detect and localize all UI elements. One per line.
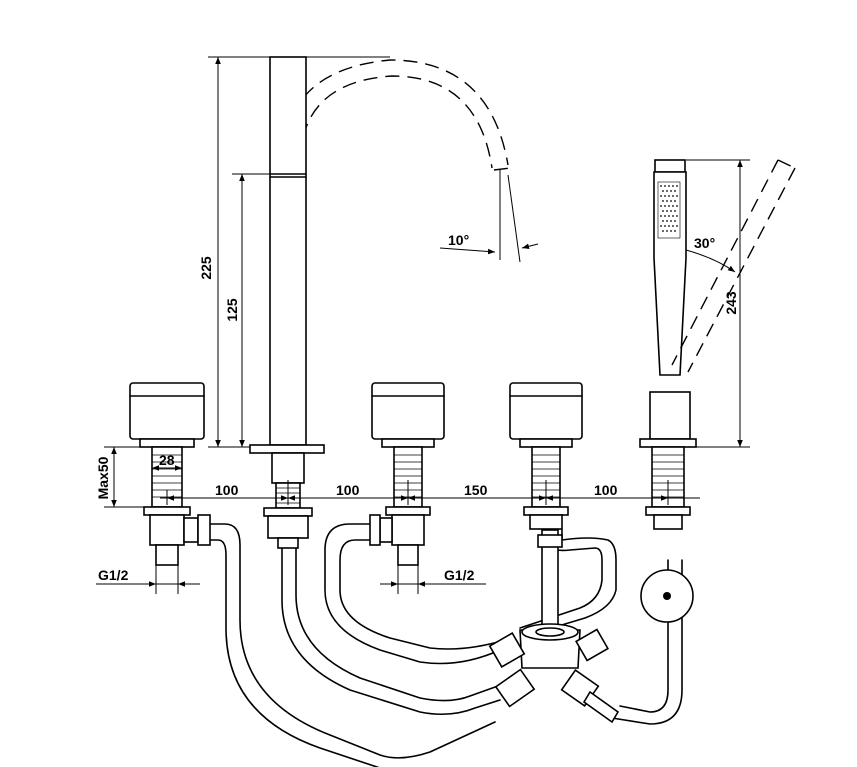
dim-225-label: 225	[198, 256, 214, 280]
dim-g12-left-label: G1/2	[98, 567, 129, 583]
handshower-holder	[639, 391, 697, 623]
center-valve	[369, 382, 445, 566]
hoses	[209, 523, 683, 767]
mixer-body	[488, 529, 620, 724]
dim-10deg-label: 10°	[448, 232, 469, 248]
dim-spacing-4-label: 100	[594, 482, 618, 498]
dimension-lines	[96, 56, 750, 594]
spout	[249, 56, 325, 549]
dim-spacing-2-label: 100	[336, 482, 360, 498]
handshower-tilt-outline	[671, 159, 796, 373]
dim-30deg-label: 30°	[694, 235, 715, 251]
dim-spacing-3-label: 150	[464, 482, 488, 498]
right-valve	[509, 382, 583, 530]
dim-g12-center-label: G1/2	[444, 567, 475, 583]
dim-max50-label: Max50	[95, 456, 111, 499]
dim-125-label: 125	[224, 298, 240, 322]
left-valve	[129, 382, 211, 566]
dim-28-label: 28	[159, 452, 175, 468]
spray-face	[657, 181, 681, 239]
dim-243-label: 243	[723, 291, 739, 315]
handshower	[653, 159, 796, 376]
right-valve-thread	[532, 454, 560, 498]
dim-spacing-1-label: 100	[215, 482, 239, 498]
